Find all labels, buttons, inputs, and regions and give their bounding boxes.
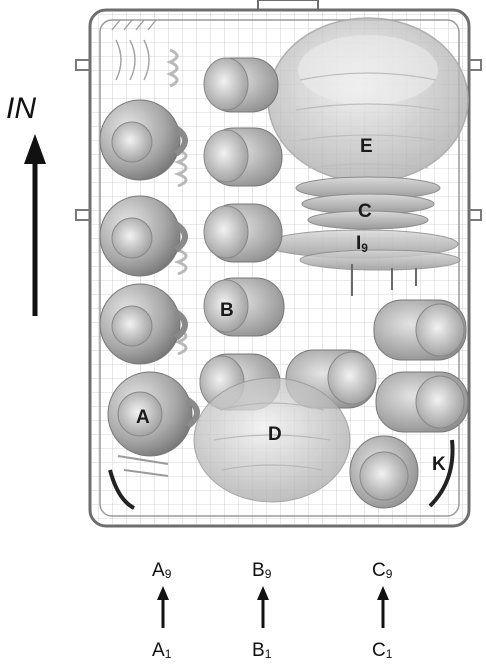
arrow-up-icon — [24, 134, 46, 316]
label-a: A — [136, 407, 150, 428]
plates-c — [295, 176, 441, 230]
label-i: I9 — [356, 233, 368, 255]
rack-side-hook-left — [75, 59, 90, 221]
row-marker-c: C9 C1 — [372, 560, 393, 661]
label-e: E — [360, 136, 373, 157]
row-marker-c-bottom: C1 — [372, 640, 393, 661]
row-marker-b-bottom: B1 — [252, 640, 272, 661]
bowl-e — [267, 17, 469, 183]
cup — [99, 283, 188, 365]
arrow-up-icon — [377, 586, 389, 628]
arrow-up-icon — [257, 586, 269, 628]
row-markers: A9 A1 B9 B1 C9 — [152, 560, 393, 661]
cup — [99, 195, 188, 277]
row-marker-a: A9 A1 — [152, 560, 172, 661]
glass — [349, 435, 419, 509]
label-c: C — [358, 201, 372, 222]
row-marker-a-top: A9 — [152, 560, 172, 581]
label-k: K — [432, 454, 446, 475]
glass — [203, 57, 279, 113]
glass — [373, 299, 467, 361]
item-labels: E C I9 B A D K — [136, 136, 446, 475]
row-marker-a-bottom: A1 — [152, 640, 172, 661]
direction-indicator: IN — [6, 92, 46, 316]
row-marker-b-top: B9 — [252, 560, 272, 581]
rack-frame-outer — [88, 8, 471, 528]
rack-corner-tine-left — [108, 469, 136, 510]
label-i-sub: 9 — [361, 241, 368, 255]
rack-side-hook-right — [469, 59, 482, 221]
glass — [375, 371, 469, 433]
row-marker-b: B9 B1 — [252, 560, 272, 661]
cup — [107, 371, 200, 457]
glasses-right — [285, 299, 469, 509]
glass — [203, 277, 285, 337]
rack-frame-inner — [99, 19, 460, 517]
direction-label: IN — [6, 92, 36, 125]
plates-i — [265, 229, 461, 296]
glass — [203, 127, 283, 187]
cup — [99, 99, 188, 181]
label-d: D — [268, 424, 282, 445]
glass — [203, 203, 283, 263]
rack-corner-tine-right — [428, 439, 455, 508]
label-i-main: I — [356, 233, 361, 254]
label-b: B — [220, 300, 234, 321]
cups-a — [99, 99, 200, 477]
bowl-d — [193, 377, 351, 503]
row-marker-c-top: C9 — [372, 560, 393, 581]
arrow-up-icon — [157, 586, 169, 628]
